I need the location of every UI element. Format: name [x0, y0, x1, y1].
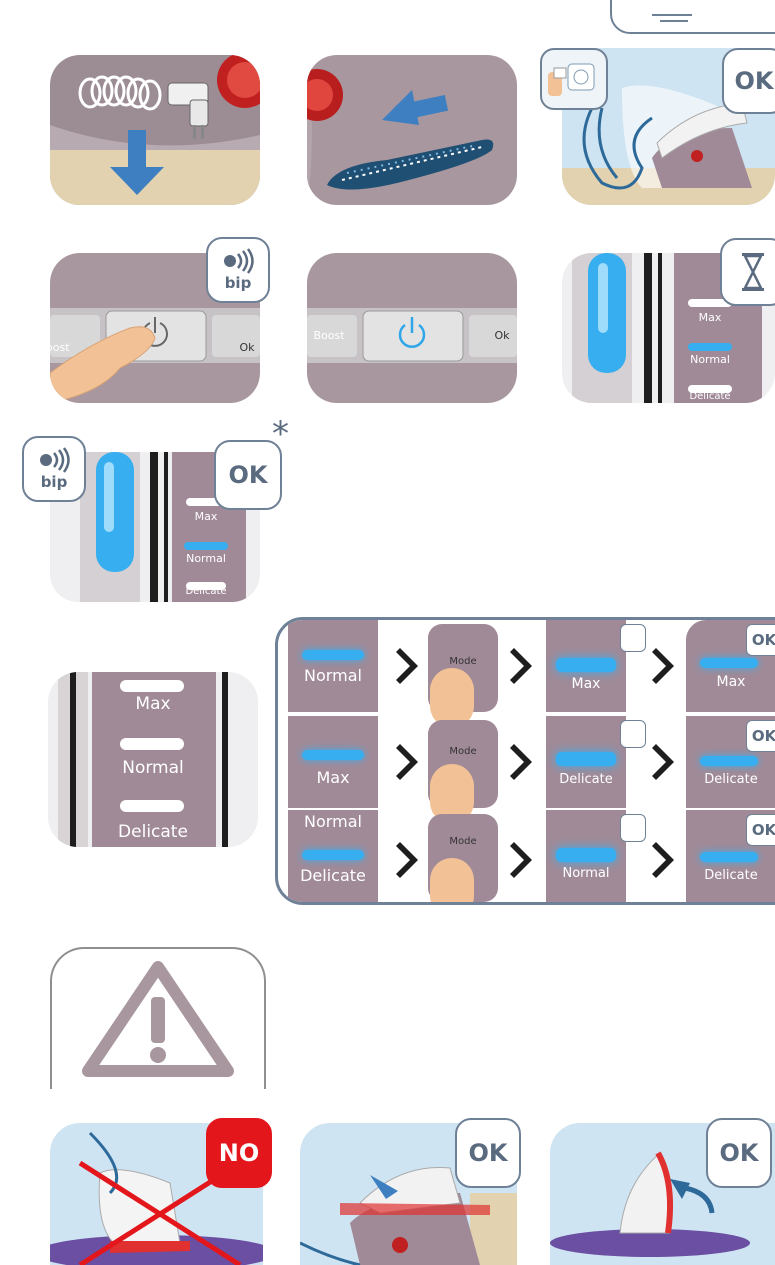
chevron-right-icon	[510, 646, 536, 686]
chevron-right-icon	[652, 840, 678, 880]
asterisk-note: *	[272, 414, 289, 454]
ok-badge: OK	[455, 1118, 521, 1188]
bip-badge: bip	[22, 436, 86, 502]
sequence-target-label: Max	[686, 674, 775, 690]
mode-max-label: Max	[682, 311, 738, 324]
ok-badge: OK	[746, 720, 775, 752]
hourglass-icon	[740, 252, 766, 292]
boost-label: Boost	[309, 329, 349, 342]
ok-badge: OK	[746, 814, 775, 846]
ok-badge: OK	[706, 1118, 772, 1188]
sequence-target-label: Max	[546, 676, 626, 692]
sequence-target-label: Delicate	[546, 772, 626, 787]
chevron-right-icon	[510, 840, 536, 880]
sequence-target-label: Normal	[546, 866, 626, 881]
mode-normal-label: Normal	[174, 552, 238, 565]
no-badge: NO	[206, 1118, 272, 1188]
chevron-right-icon	[396, 646, 422, 686]
mode-normal-label: Normal	[98, 758, 208, 778]
mode-selector-panel: Max Normal Delicate	[48, 672, 258, 847]
hourglass-icon	[620, 720, 646, 748]
chevron-right-icon	[652, 646, 678, 686]
mode-max-label: Max	[178, 510, 234, 523]
ok-label: Ok	[491, 329, 513, 342]
mode-normal-label: Normal	[678, 353, 742, 366]
sequence-normal-label: Normal	[288, 812, 378, 831]
warning-box	[50, 947, 266, 1089]
chevron-right-icon	[396, 840, 422, 880]
sequence-target-label: Delicate	[686, 772, 775, 787]
mode-sequence-frame: Normal Mode Max Max OK Max Mode Delicate…	[275, 617, 775, 905]
hourglass-icon	[620, 624, 646, 652]
power-on-panel: Boost Ok	[307, 253, 517, 403]
mode-delicate-label: Delicate	[172, 586, 240, 597]
hourglass-badge	[720, 238, 775, 306]
ok-badge: OK	[746, 624, 775, 656]
sound-icon	[36, 447, 72, 473]
mode-delicate-label: Delicate	[94, 822, 212, 842]
sequence-start-label: Normal	[288, 666, 378, 685]
store-cord-panel	[307, 55, 517, 205]
mode-max-label: Max	[108, 694, 198, 714]
sequence-start-label: Delicate	[288, 866, 378, 885]
bip-badge: bip	[206, 237, 270, 303]
mode-button-label: Mode	[438, 746, 488, 757]
wall-socket-icon	[540, 48, 608, 110]
sequence-row: Normal Mode Max Max OK	[278, 620, 775, 712]
mode-button-label: Mode	[438, 836, 488, 847]
ok-label: Ok	[236, 341, 258, 354]
chevron-right-icon	[510, 742, 536, 782]
sound-icon	[220, 248, 256, 274]
warning-triangle-icon	[52, 949, 264, 1089]
mode-button-label: Mode	[438, 656, 488, 667]
boost-label: Boost	[50, 341, 74, 354]
sequence-start-label: Max	[288, 768, 378, 787]
chevron-right-icon	[652, 742, 678, 782]
sequence-row: Normal Delicate Mode Normal Delicate OK	[278, 810, 775, 902]
mode-delicate-label: Delicate	[676, 391, 744, 402]
top-partial-frame	[610, 0, 775, 34]
sequence-row: Max Mode Delicate Delicate OK	[278, 716, 775, 808]
unwind-cord-panel	[50, 55, 260, 205]
sequence-delicate-label: Delicate	[686, 868, 775, 883]
ok-badge: OK	[722, 48, 775, 114]
chevron-right-icon	[396, 742, 422, 782]
hourglass-icon	[620, 814, 646, 842]
